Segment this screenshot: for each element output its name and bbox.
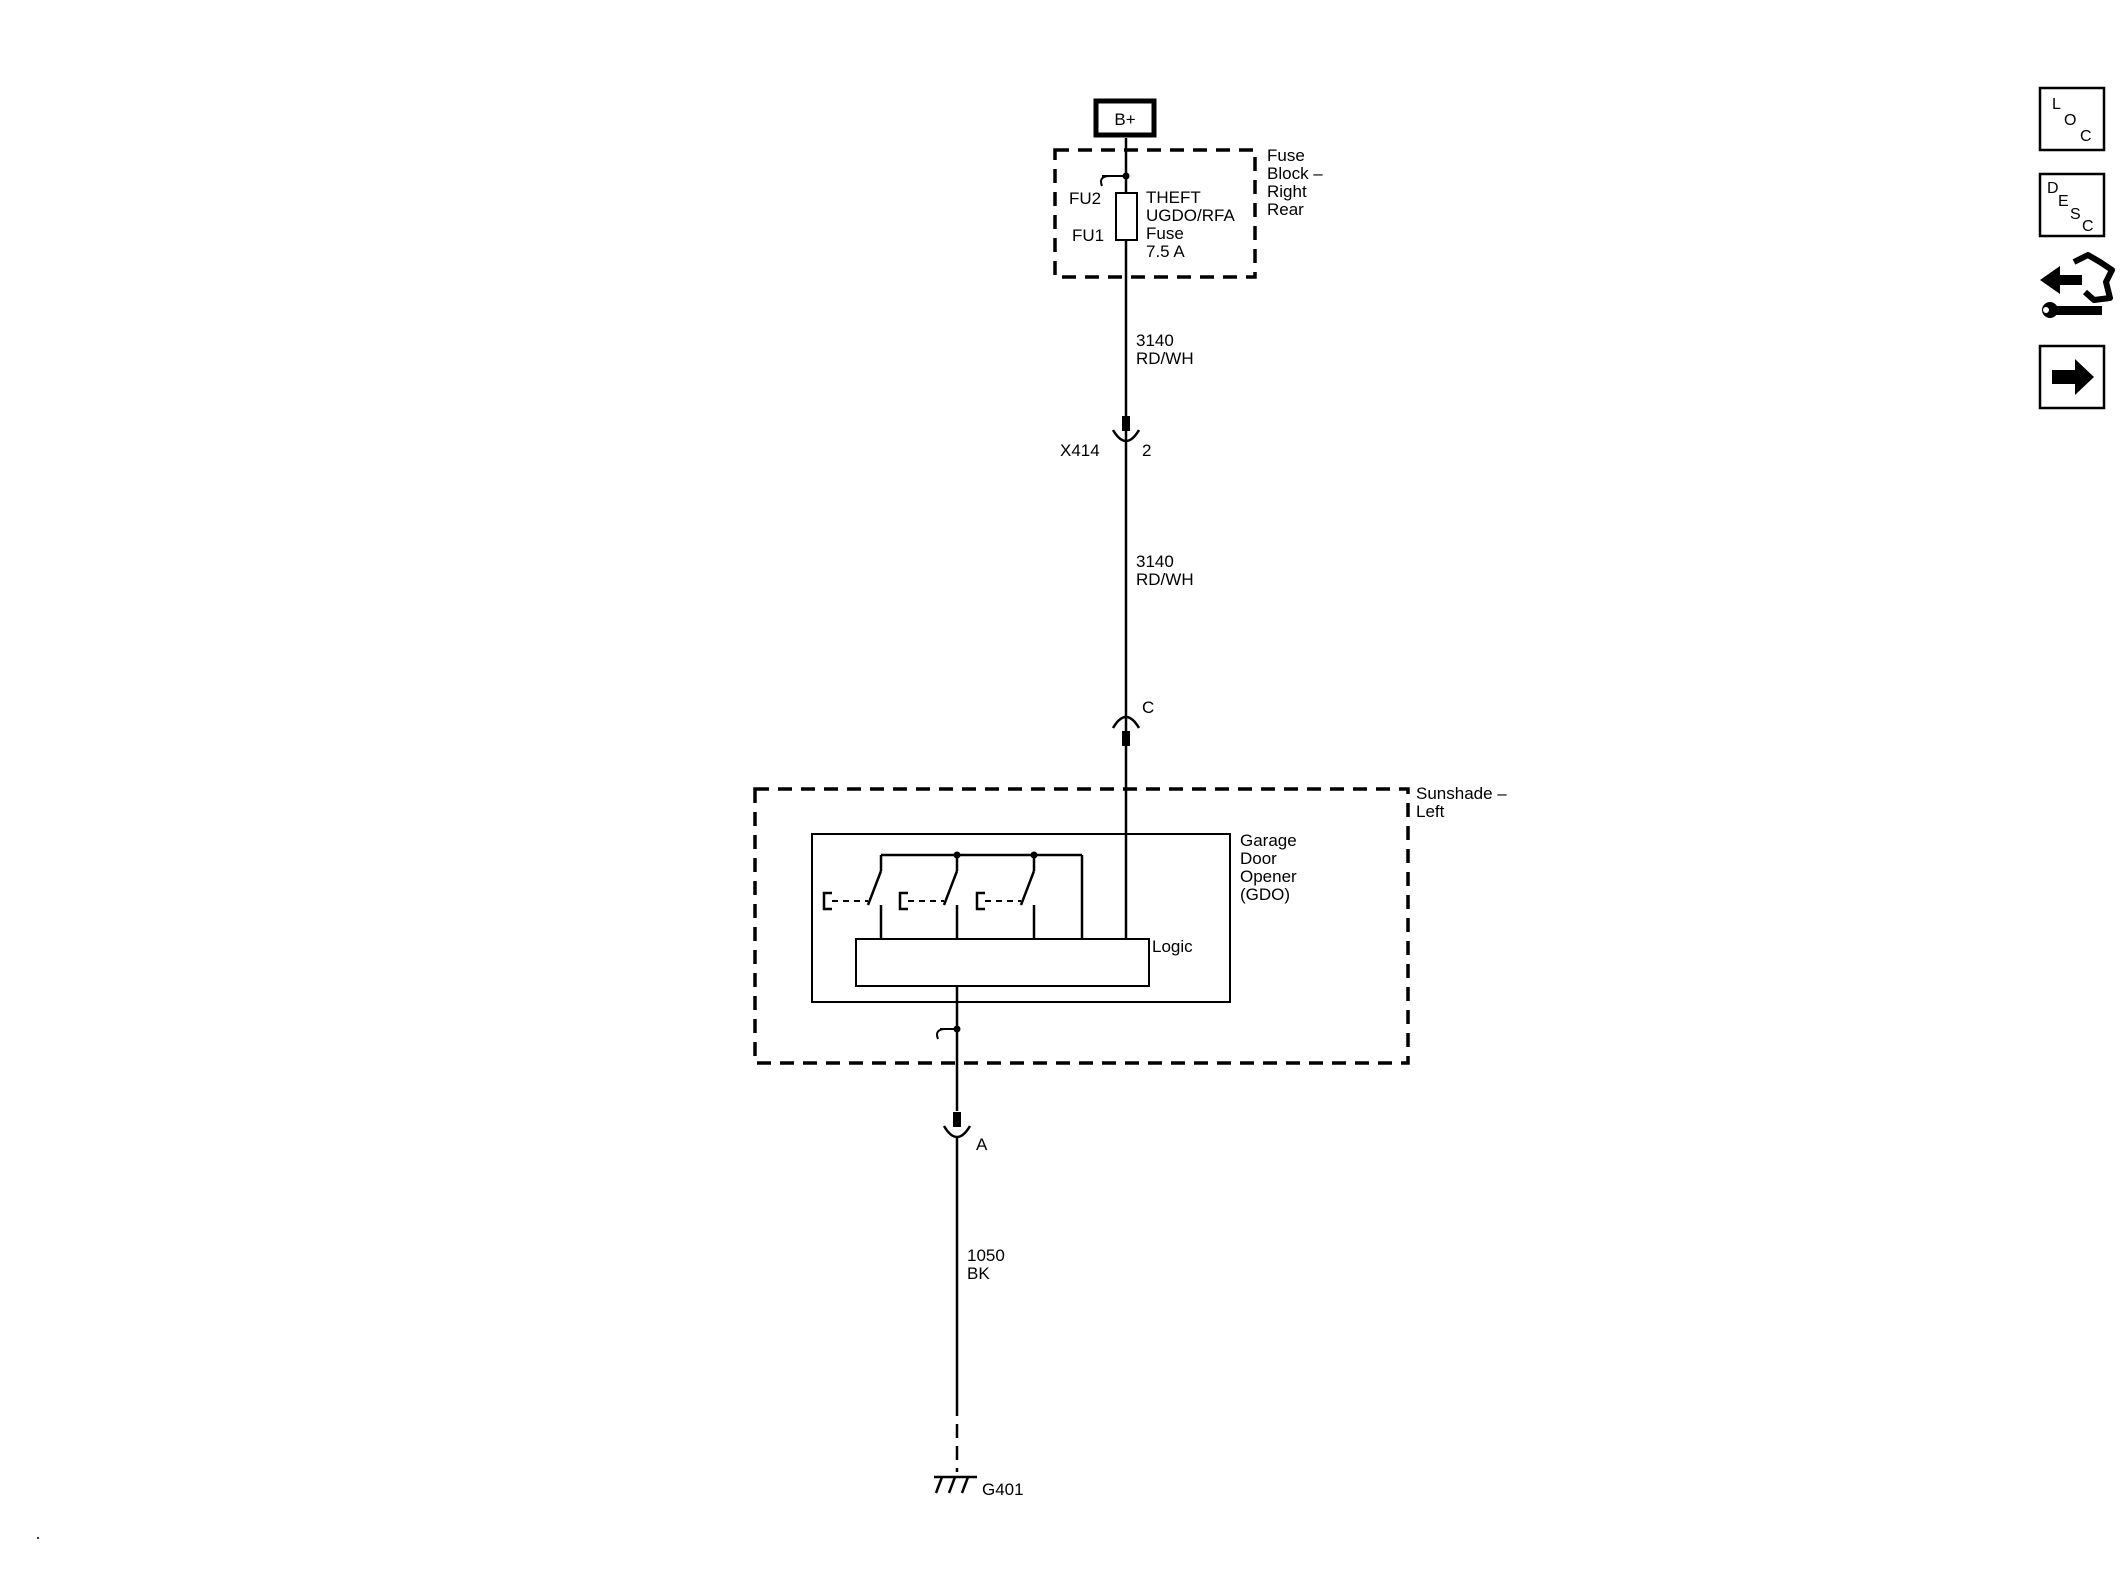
fuse-block: Fuse Block – Right Rear FU2 FU1 THEFT UG… [1053,146,1323,279]
sunshade-label-2: Left [1416,802,1445,821]
fuse-name-2: UGDO/RFA [1146,206,1235,225]
desc-letter-s: S [2070,206,2081,223]
splice-icon [1100,175,1111,187]
loc-letter-c: C [2080,128,2092,145]
gdo-label-3: Opener [1240,867,1297,886]
wire-2-circuit: 3140 [1136,552,1174,571]
switch-2 [898,851,961,939]
gdo-label-4: (GDO) [1240,885,1290,904]
fuse-block-label-3: Right [1267,182,1307,201]
splice-icon-2 [936,1028,947,1040]
sunshade-label-1: Sunshade – [1416,784,1507,803]
connector-x414: X414 2 [1060,416,1151,460]
desc-letter-e: E [2058,193,2069,210]
fuse-name-3: Fuse [1146,224,1184,243]
ground-name: G401 [982,1480,1024,1499]
connector-x414-pin: 2 [1142,441,1151,460]
fuse-name-1: THEFT [1146,188,1201,207]
fuse-terminal-fu2: FU2 [1069,189,1101,208]
loc-letter-l: L [2052,96,2061,113]
wire-3-color: BK [967,1264,990,1283]
fuse-block-label-1: Fuse [1267,146,1305,165]
sunshade-left: Sunshade – Left [753,784,1507,1065]
garage-door-opener: Garage Door Opener (GDO) Logic [811,831,1297,1003]
next-arrow-icon[interactable] [2038,344,2106,410]
ground-splice [936,1025,961,1040]
connector-c: C [1111,698,1154,746]
loc-button[interactable]: L O C [2038,86,2106,152]
wire-1-color: RD/WH [1136,349,1194,368]
switch-1 [822,855,883,939]
power-source: B+ [1093,98,1157,138]
gdo-label-1: Garage [1240,831,1297,850]
fuse-block-label-4: Rear [1267,200,1304,219]
fuse-rating: 7.5 A [1146,242,1185,261]
fuse-terminal-fu1: FU1 [1072,226,1104,245]
fuse-block-label-2: Block – [1267,164,1323,183]
connector-x414-name: X414 [1060,441,1100,460]
desc-button[interactable]: D E S C [2038,172,2106,238]
wire-2-color: RD/WH [1136,570,1194,589]
connector-c-pin: C [1142,698,1154,717]
wire-1-circuit: 3140 [1136,331,1174,350]
logic-block [855,938,1150,987]
desc-letter-c2: C [2082,218,2094,235]
loc-letter-o: O [2064,112,2076,129]
power-source-label: B+ [1114,110,1135,129]
desc-letter-d: D [2047,180,2059,197]
connector-wrench-icon[interactable] [2040,252,2115,318]
connector-a-pin: A [976,1135,988,1154]
wire-3-circuit: 1050 [967,1246,1005,1265]
gdo-label-2: Door [1240,849,1277,868]
switch-3 [975,851,1038,939]
fuse-icon [1115,192,1138,241]
logic-label: Logic [1152,937,1193,956]
ground-g401: G401 [934,1475,1024,1499]
connector-a: A [942,1112,988,1154]
